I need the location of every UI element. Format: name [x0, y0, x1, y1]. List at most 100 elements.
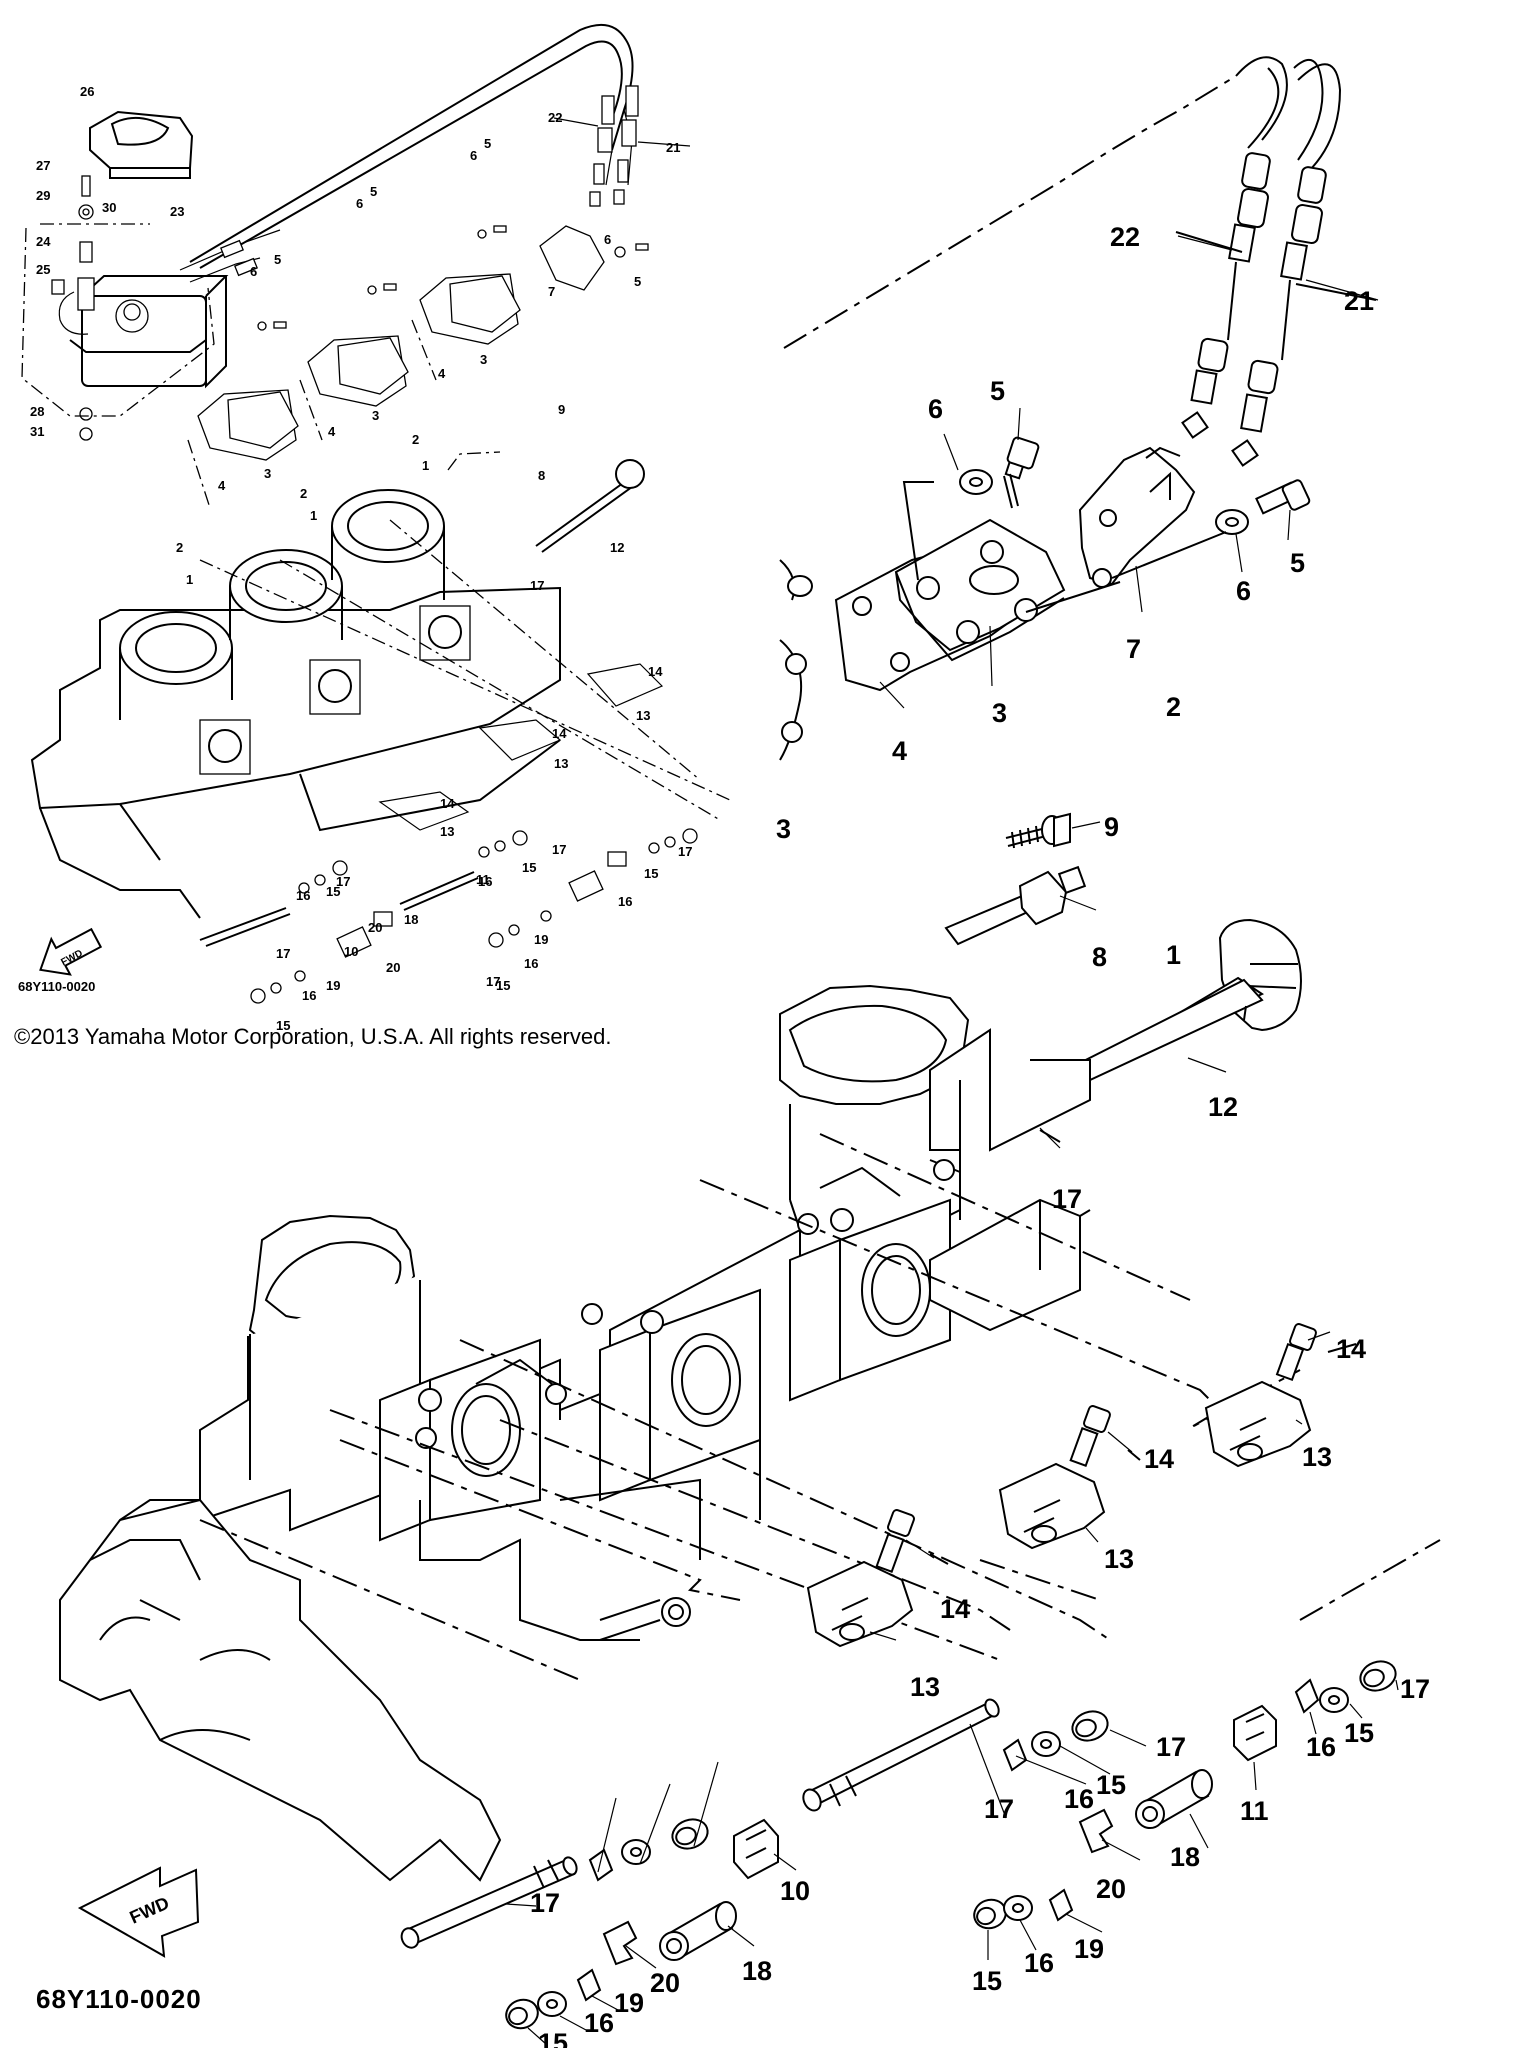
- part-label: 17: [1052, 1184, 1082, 1214]
- part-label: 8: [1092, 942, 1107, 972]
- part-label: 15: [522, 860, 536, 875]
- fwd-arrow-small-icon: FWD: [39, 927, 103, 976]
- part-label: 3: [776, 814, 791, 844]
- part-label: 20: [650, 1968, 680, 1998]
- part-label: 14: [648, 664, 663, 679]
- part-label: 30: [102, 200, 116, 215]
- part-label: 7: [548, 284, 555, 299]
- part-label: 14: [552, 726, 567, 741]
- copyright-notice: ©2013 Yamaha Motor Corporation, U.S.A. A…: [14, 1024, 612, 1049]
- part-label: 21: [666, 140, 680, 155]
- part-label: 5: [484, 136, 491, 151]
- part-label: 6: [470, 148, 477, 163]
- shaft-11: [802, 1698, 1000, 1812]
- link-18-left: [733, 1818, 779, 1880]
- clip-19-left: [602, 1920, 638, 1966]
- part-label: 16: [1306, 1732, 1336, 1762]
- detail-part-labels: 2221656574398211217141314131413171516171…: [530, 222, 1430, 2048]
- part-label: 15: [538, 2028, 568, 2048]
- part-label: 14: [440, 796, 455, 811]
- part-label: 6: [1236, 576, 1251, 606]
- small-bushings: [250, 828, 698, 1004]
- part-label: 6: [356, 196, 363, 211]
- part-label: 13: [1104, 1544, 1134, 1574]
- cable-22-small: [589, 95, 615, 207]
- part-label: 3: [992, 698, 1007, 728]
- part-label: 15: [972, 1966, 1002, 1996]
- part-label: 17: [552, 842, 566, 857]
- throttle-body-covers-small: [197, 225, 605, 461]
- part-label: 17: [984, 1794, 1014, 1824]
- part-label: 16: [1064, 1784, 1094, 1814]
- part-label: 6: [250, 264, 257, 279]
- part-label: 17: [530, 1888, 560, 1918]
- cable-21-small: [613, 85, 639, 205]
- part-label: 17: [1156, 1732, 1186, 1762]
- part-label: 17: [276, 946, 290, 961]
- part-label: 13: [554, 756, 568, 771]
- part-label: 17: [1400, 1674, 1430, 1704]
- detail-diagram: FWD 222165657439821121714131413141317151…: [59, 56, 1441, 2048]
- part-label: 5: [1290, 548, 1305, 578]
- part-label: 3: [480, 352, 487, 367]
- part-label: 7: [1126, 634, 1141, 664]
- part-label: 22: [1110, 222, 1140, 252]
- leader-lines: [505, 235, 1399, 2045]
- clamp-13-c: [806, 1509, 915, 1648]
- part-label: 10: [344, 944, 358, 959]
- part-label: 2: [300, 486, 307, 501]
- part-label: 9: [1104, 812, 1119, 842]
- clip-19-right: [1078, 1808, 1114, 1854]
- part-label: 19: [1074, 1934, 1104, 1964]
- part-label: 17: [336, 874, 350, 889]
- part-label: 28: [30, 404, 44, 419]
- part-label: 2: [176, 540, 183, 555]
- part-label: 16: [478, 874, 492, 889]
- screw-5-right: [1215, 479, 1311, 535]
- part-label: 4: [438, 366, 446, 381]
- part-label: 15: [496, 978, 510, 993]
- part-label: 11: [1240, 1796, 1269, 1826]
- part-label: 2: [412, 432, 419, 447]
- part-label: 27: [36, 158, 50, 173]
- bushings-and-washers: [505, 1660, 1397, 2030]
- part-label: 4: [328, 424, 336, 439]
- part-label: 2: [1166, 692, 1181, 722]
- part-label: 4: [892, 736, 907, 766]
- part-label: 1: [422, 458, 429, 473]
- part-label: 15: [1344, 1718, 1374, 1748]
- part-label: 13: [910, 1672, 940, 1702]
- part-label: 20: [386, 960, 400, 975]
- lever-8: [944, 865, 1087, 946]
- part-label: 31: [30, 424, 44, 439]
- part-label: 16: [524, 956, 538, 971]
- part-label: 16: [302, 988, 316, 1003]
- part-label: 13: [440, 824, 454, 839]
- overview-diagram: FWD 262729302324252831222165656565743434…: [21, 23, 731, 1033]
- part-label: 14: [940, 1594, 970, 1624]
- part-label: 10: [780, 1876, 810, 1906]
- part-label: 20: [1096, 1874, 1126, 1904]
- part-label: 19: [326, 978, 340, 993]
- engine-block: [59, 984, 1091, 1882]
- part-label: 26: [80, 84, 94, 99]
- cable-22: [1181, 152, 1271, 439]
- part-label: 13: [1302, 1442, 1332, 1472]
- part-label: 16: [296, 888, 310, 903]
- part-label: 15: [644, 866, 658, 881]
- part-label: 17: [678, 844, 692, 859]
- part-label: 5: [990, 376, 1005, 406]
- part-label: 18: [404, 912, 418, 927]
- part-label: 16: [1024, 1948, 1054, 1978]
- part-label: 4: [218, 478, 226, 493]
- clamp-13-a: [1204, 1323, 1317, 1468]
- part-label: 25: [36, 262, 50, 277]
- part-label: 9: [558, 402, 565, 417]
- clamp-13-b: [998, 1405, 1111, 1550]
- sleeve-20-left: [659, 1901, 737, 1961]
- screw-9: [1005, 812, 1071, 849]
- bracket-7: [1078, 446, 1227, 588]
- screw-5-upper: [959, 436, 1040, 509]
